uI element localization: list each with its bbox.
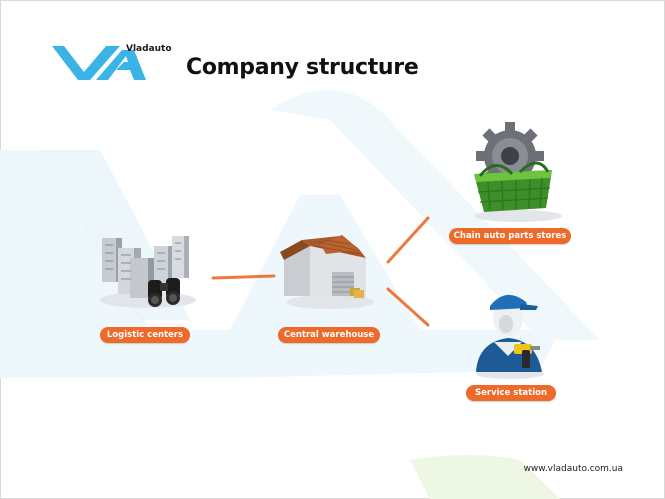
buildings-binoculars-icon (100, 236, 196, 308)
node-label-central-warehouse: Central warehouse (278, 327, 380, 343)
node-label-chain-stores: Chain auto parts stores (449, 228, 571, 244)
footer-url[interactable]: www.vladauto.com.ua (523, 464, 623, 474)
warehouse-icon (280, 235, 374, 309)
page-title: Company structure (186, 55, 419, 80)
connector-warehouse-stores (386, 216, 430, 264)
connector-warehouse-service (386, 287, 430, 327)
connector-logistic-warehouse (211, 274, 276, 280)
basket-gear-icon (474, 122, 562, 222)
mechanic-drill-icon (476, 294, 544, 379)
va-logo-icon (52, 46, 146, 80)
node-label-logistic-centers: Logistic centers (100, 327, 190, 343)
node-label-service-station: Service station (466, 385, 556, 401)
brand-name: Vladauto (126, 44, 172, 54)
